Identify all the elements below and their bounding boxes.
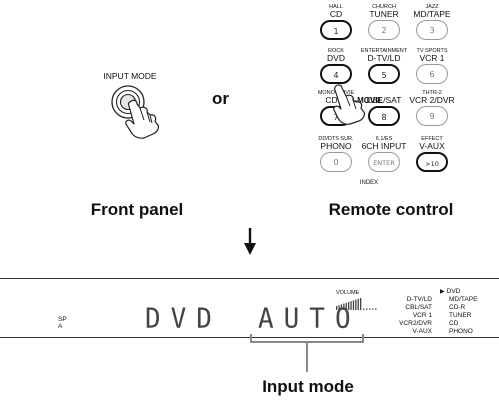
remote-key-mode-label: TV SPORTS [416,48,448,54]
volume-meter-dot [363,308,365,310]
remote-key-input-label: MD/TAPE [413,9,451,19]
remote-key-mode-label: HALL [329,4,343,10]
remote-key-input-label: CD-R [325,95,347,105]
volume-meter-bar [343,303,345,310]
remote-key-input-label: PHONO [320,141,352,151]
remote-key-mode-label: THTR-2 [422,90,442,96]
input-mode-button[interactable] [100,82,170,142]
input-mode-annotation: Input mode [262,377,354,396]
remote-key-mode-label: EFFECT [421,136,443,142]
volume-meter-bar [357,298,359,310]
remote-button[interactable]: ENTER [368,152,400,172]
speaker-indicator-sp: SP [58,316,67,323]
volume-meter-dot [369,308,371,310]
source-indicator: MD/TAPE [449,296,478,303]
display-mode-text: AUTO [258,303,361,335]
remote-key-mode-label: DD/DTS SUR. [318,136,354,142]
remote-key-mode-label: 6.1/ES [375,136,393,142]
source-indicator: VCR2/DVR [399,320,432,327]
remote-key-input-label: V-AUX [419,141,445,151]
volume-meter-dot [372,308,374,310]
remote-key-mode-label: ROCK [328,48,344,54]
source-indicator: V-AUX [412,328,432,335]
volume-meter-bar [350,301,352,310]
remote-key-input-label: VCR 1 [419,53,445,63]
down-arrow-icon [244,228,256,255]
source-indicator: VCR 1 [412,312,432,319]
remote-key-input-label: TUNER [369,9,399,19]
volume-meter-bar [360,298,362,310]
remote-pointing-hand-icon [333,84,365,125]
volume-meter-bar [355,299,357,310]
remote-key-mode-label: JAZZ [425,4,439,10]
display-input-text: DVD [145,303,222,335]
source-indicator: CBL/SAT [405,304,432,311]
selected-source-marker-icon: ▶ [440,289,445,295]
remote-key-input-label: CD [329,9,343,19]
selected-source-label: DVD [446,288,461,295]
remote-control-caption: Remote control [328,200,454,219]
remote-overlay-label: 2-MOVIE [350,96,383,105]
source-indicator: CD [449,320,459,327]
input-mode-button-label: INPUT MODE [103,71,157,81]
source-indicator: PHONO [449,328,473,335]
volume-label: VOLUME [336,290,360,296]
remote-button[interactable]: 3 [416,20,448,40]
source-indicator: CD-R [449,304,466,311]
source-indicator: ▶DVD [440,288,499,296]
volume-meter-bar [336,306,338,310]
remote-button[interactable]: 4 [320,64,352,84]
remote-key-mode-label: CHURCH [372,4,396,10]
remote-button[interactable]: >10 [416,152,448,172]
or-connector: or [212,89,229,108]
remote-key-input-label: CBL/SAT [366,95,402,105]
remote-button[interactable]: 6 [416,64,448,84]
remote-button[interactable]: 5 [368,64,400,84]
display-panel [0,278,499,338]
remote-button[interactable]: 8 [368,106,400,126]
speaker-indicator-a: A [58,323,63,330]
volume-meter [336,298,377,310]
remote-button[interactable]: 2 [368,20,400,40]
remote-key-input-label: 6CH INPUT [361,141,407,151]
volume-meter-bar [338,305,340,310]
volume-meter-bar [348,302,350,310]
remote-key-input-label: D-TV/LD [367,53,401,63]
speaker-indicator: SP A [58,316,67,330]
volume-meter-bar [345,302,347,310]
remote-key-mode-label: ENTERTAINMENT [360,48,408,54]
remote-button[interactable]: 0 [320,152,352,172]
remote-index-label: INDEX [359,180,379,186]
source-indicator: D-TV/LD [406,296,432,303]
volume-meter-bar [352,300,355,310]
volume-meter-dot [375,308,377,310]
volume-meter-dot [366,308,368,310]
front-panel-caption: Front panel [90,200,184,219]
input-mode-bracket [250,334,364,372]
remote-button[interactable]: 1 [320,20,352,40]
remote-key-input-label: DVD [327,53,345,63]
volume-meter-bar [340,304,343,310]
remote-button[interactable]: 9 [416,106,448,126]
source-indicator: TUNER [449,312,472,319]
remote-key-input-label: VCR 2/DVR [409,95,455,105]
pressing-hand-icon [125,99,159,139]
